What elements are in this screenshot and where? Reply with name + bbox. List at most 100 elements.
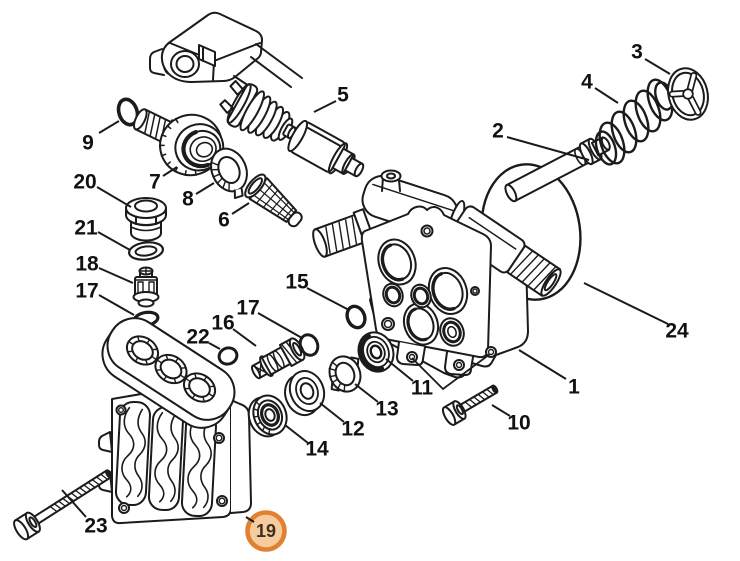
callout-label: 8 — [182, 188, 194, 211]
callout-17: 17 — [75, 280, 135, 316]
pointer-line — [411, 353, 491, 391]
callout-15: 15 — [285, 271, 350, 311]
leader-line — [162, 166, 178, 177]
callout-label: 19 — [256, 521, 276, 541]
callout-9: 9 — [82, 120, 120, 155]
part-2-piston-pin — [504, 136, 611, 203]
leader-line — [594, 87, 619, 104]
callout-17: 17 — [236, 297, 303, 339]
callout-label: 20 — [73, 171, 96, 194]
part-15-o-ring — [345, 304, 367, 330]
callout-label: 24 — [665, 320, 689, 343]
leader-line — [284, 424, 309, 444]
callout-24: 24 — [583, 282, 689, 343]
cable-line — [250, 56, 292, 88]
part-8-flat-seal — [210, 147, 248, 200]
callout-6: 6 — [218, 202, 250, 232]
callout-1: 1 — [518, 349, 580, 399]
part-19-cylinder-block — [98, 317, 252, 525]
callout-label: 2 — [492, 120, 504, 143]
callout-7: 7 — [149, 166, 178, 194]
part-18-valve-cartridge — [132, 266, 160, 308]
callout-4: 4 — [581, 71, 619, 104]
callout-22: 22 — [186, 326, 221, 350]
part-9-o-ring — [116, 97, 140, 127]
leader-line — [583, 282, 669, 325]
callout-10: 10 — [491, 404, 531, 435]
callout-16: 16 — [211, 312, 257, 347]
part-11-seal — [357, 331, 395, 373]
callout-label: 11 — [411, 377, 434, 400]
leader-line — [506, 136, 590, 161]
callout-14: 14 — [284, 424, 329, 461]
callout-label: 17 — [75, 280, 98, 303]
leader-line — [257, 312, 303, 339]
part-1-pump-manifold — [312, 169, 562, 379]
leader-line — [491, 404, 511, 417]
callout-label: 14 — [305, 438, 329, 461]
callout-2: 2 — [492, 120, 590, 161]
leader-line — [385, 358, 414, 382]
callout-label: 23 — [84, 515, 107, 538]
callout-13: 13 — [354, 383, 399, 421]
callout-label: 7 — [149, 171, 161, 194]
callout-label: 13 — [375, 398, 398, 421]
part-3-valve-disc — [667, 67, 709, 121]
callout-11: 11 — [385, 358, 434, 400]
part-20-plug — [125, 197, 167, 242]
leader-line — [96, 186, 132, 208]
leader-line — [232, 328, 257, 347]
part-13-retainer — [328, 355, 362, 393]
part-21-o-ring — [127, 241, 165, 261]
callout-label: 15 — [285, 271, 309, 294]
cable-line — [255, 43, 303, 79]
part-14-seal — [247, 394, 288, 438]
leader-line — [195, 182, 215, 195]
callout-3: 3 — [631, 41, 671, 75]
callout-label: 3 — [631, 41, 643, 64]
leader-line — [98, 120, 120, 134]
callout-label: 12 — [341, 418, 364, 441]
part-17-o-ring-middle — [298, 333, 320, 357]
callout-label: 21 — [74, 217, 98, 240]
callout-label: 22 — [186, 326, 209, 349]
trigger-handle-assembly — [149, 11, 303, 91]
callout-label: 5 — [337, 84, 349, 107]
callout-19: 19 — [245, 510, 287, 552]
part-4-spring — [594, 78, 674, 166]
leader-line — [98, 267, 134, 284]
callout-label: 9 — [82, 132, 94, 155]
leader-line — [61, 489, 87, 518]
leader-line — [98, 294, 135, 316]
leader-line — [644, 58, 671, 75]
callout-8: 8 — [182, 182, 215, 211]
part-12-washer — [284, 370, 326, 417]
callout-5: 5 — [313, 84, 349, 113]
callout-21: 21 — [74, 217, 131, 251]
leader-line — [313, 100, 337, 113]
leader-line — [245, 516, 255, 523]
part-23-long-screw — [13, 469, 113, 541]
callout-label: 10 — [507, 412, 530, 435]
callout-label: 17 — [236, 297, 259, 320]
part-5-unloader-assembly — [219, 79, 365, 178]
callout-label: 16 — [211, 312, 234, 335]
leader-line — [319, 402, 345, 423]
leader-line — [354, 383, 379, 403]
callout-label: 6 — [218, 209, 230, 232]
highlight-circle — [245, 510, 287, 552]
leader-line — [208, 342, 221, 350]
leader-line — [518, 349, 567, 380]
leader-line — [306, 287, 350, 311]
part-10-screw — [441, 384, 499, 426]
callout-label: 1 — [568, 376, 580, 399]
callout-label: 4 — [581, 71, 593, 94]
callout-20: 20 — [73, 171, 132, 208]
part-22-o-ring — [217, 346, 239, 366]
part-6-inlet-filter — [244, 173, 303, 228]
part-16-valve-cartridge — [250, 337, 306, 380]
callout-label: 18 — [75, 253, 99, 276]
